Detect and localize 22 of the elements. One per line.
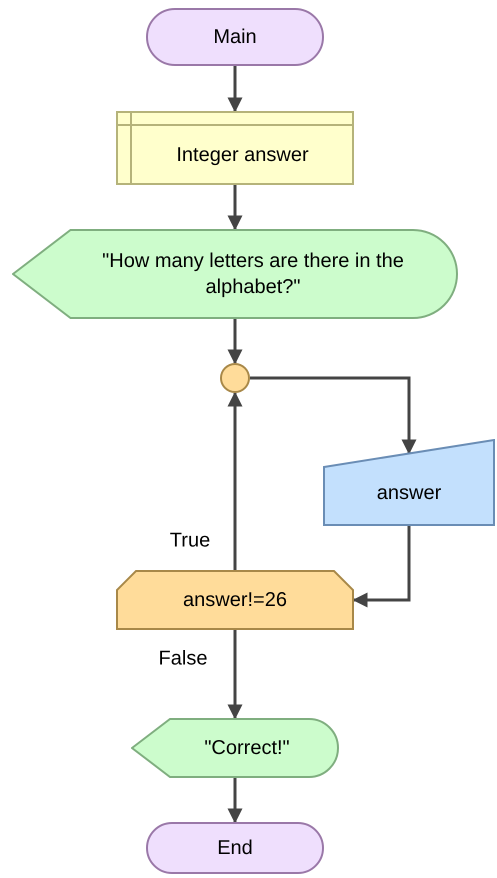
output-shape <box>131 718 339 778</box>
arrow <box>228 319 242 364</box>
arrow <box>228 630 242 720</box>
end-terminal <box>146 822 324 874</box>
node-label: "How many letters are there in the alphabet?" <box>101 249 405 300</box>
node-label: Main <box>213 25 257 50</box>
node-label: Integer answer <box>176 143 309 168</box>
node-label: answer!=26 <box>183 588 287 613</box>
decision-shape <box>116 570 354 630</box>
arrow <box>228 778 242 824</box>
connector-circle <box>220 363 250 393</box>
input-shape <box>323 439 495 526</box>
arrow <box>250 376 416 454</box>
arrow <box>352 526 410 608</box>
arrow <box>228 185 242 230</box>
arrow <box>228 66 242 112</box>
arrow <box>228 392 242 570</box>
output-shape <box>12 229 458 319</box>
node-label: answer <box>376 480 442 506</box>
node-label: "Correct!" <box>204 736 290 761</box>
node-label: End <box>217 836 253 861</box>
declaration-box <box>116 111 354 185</box>
